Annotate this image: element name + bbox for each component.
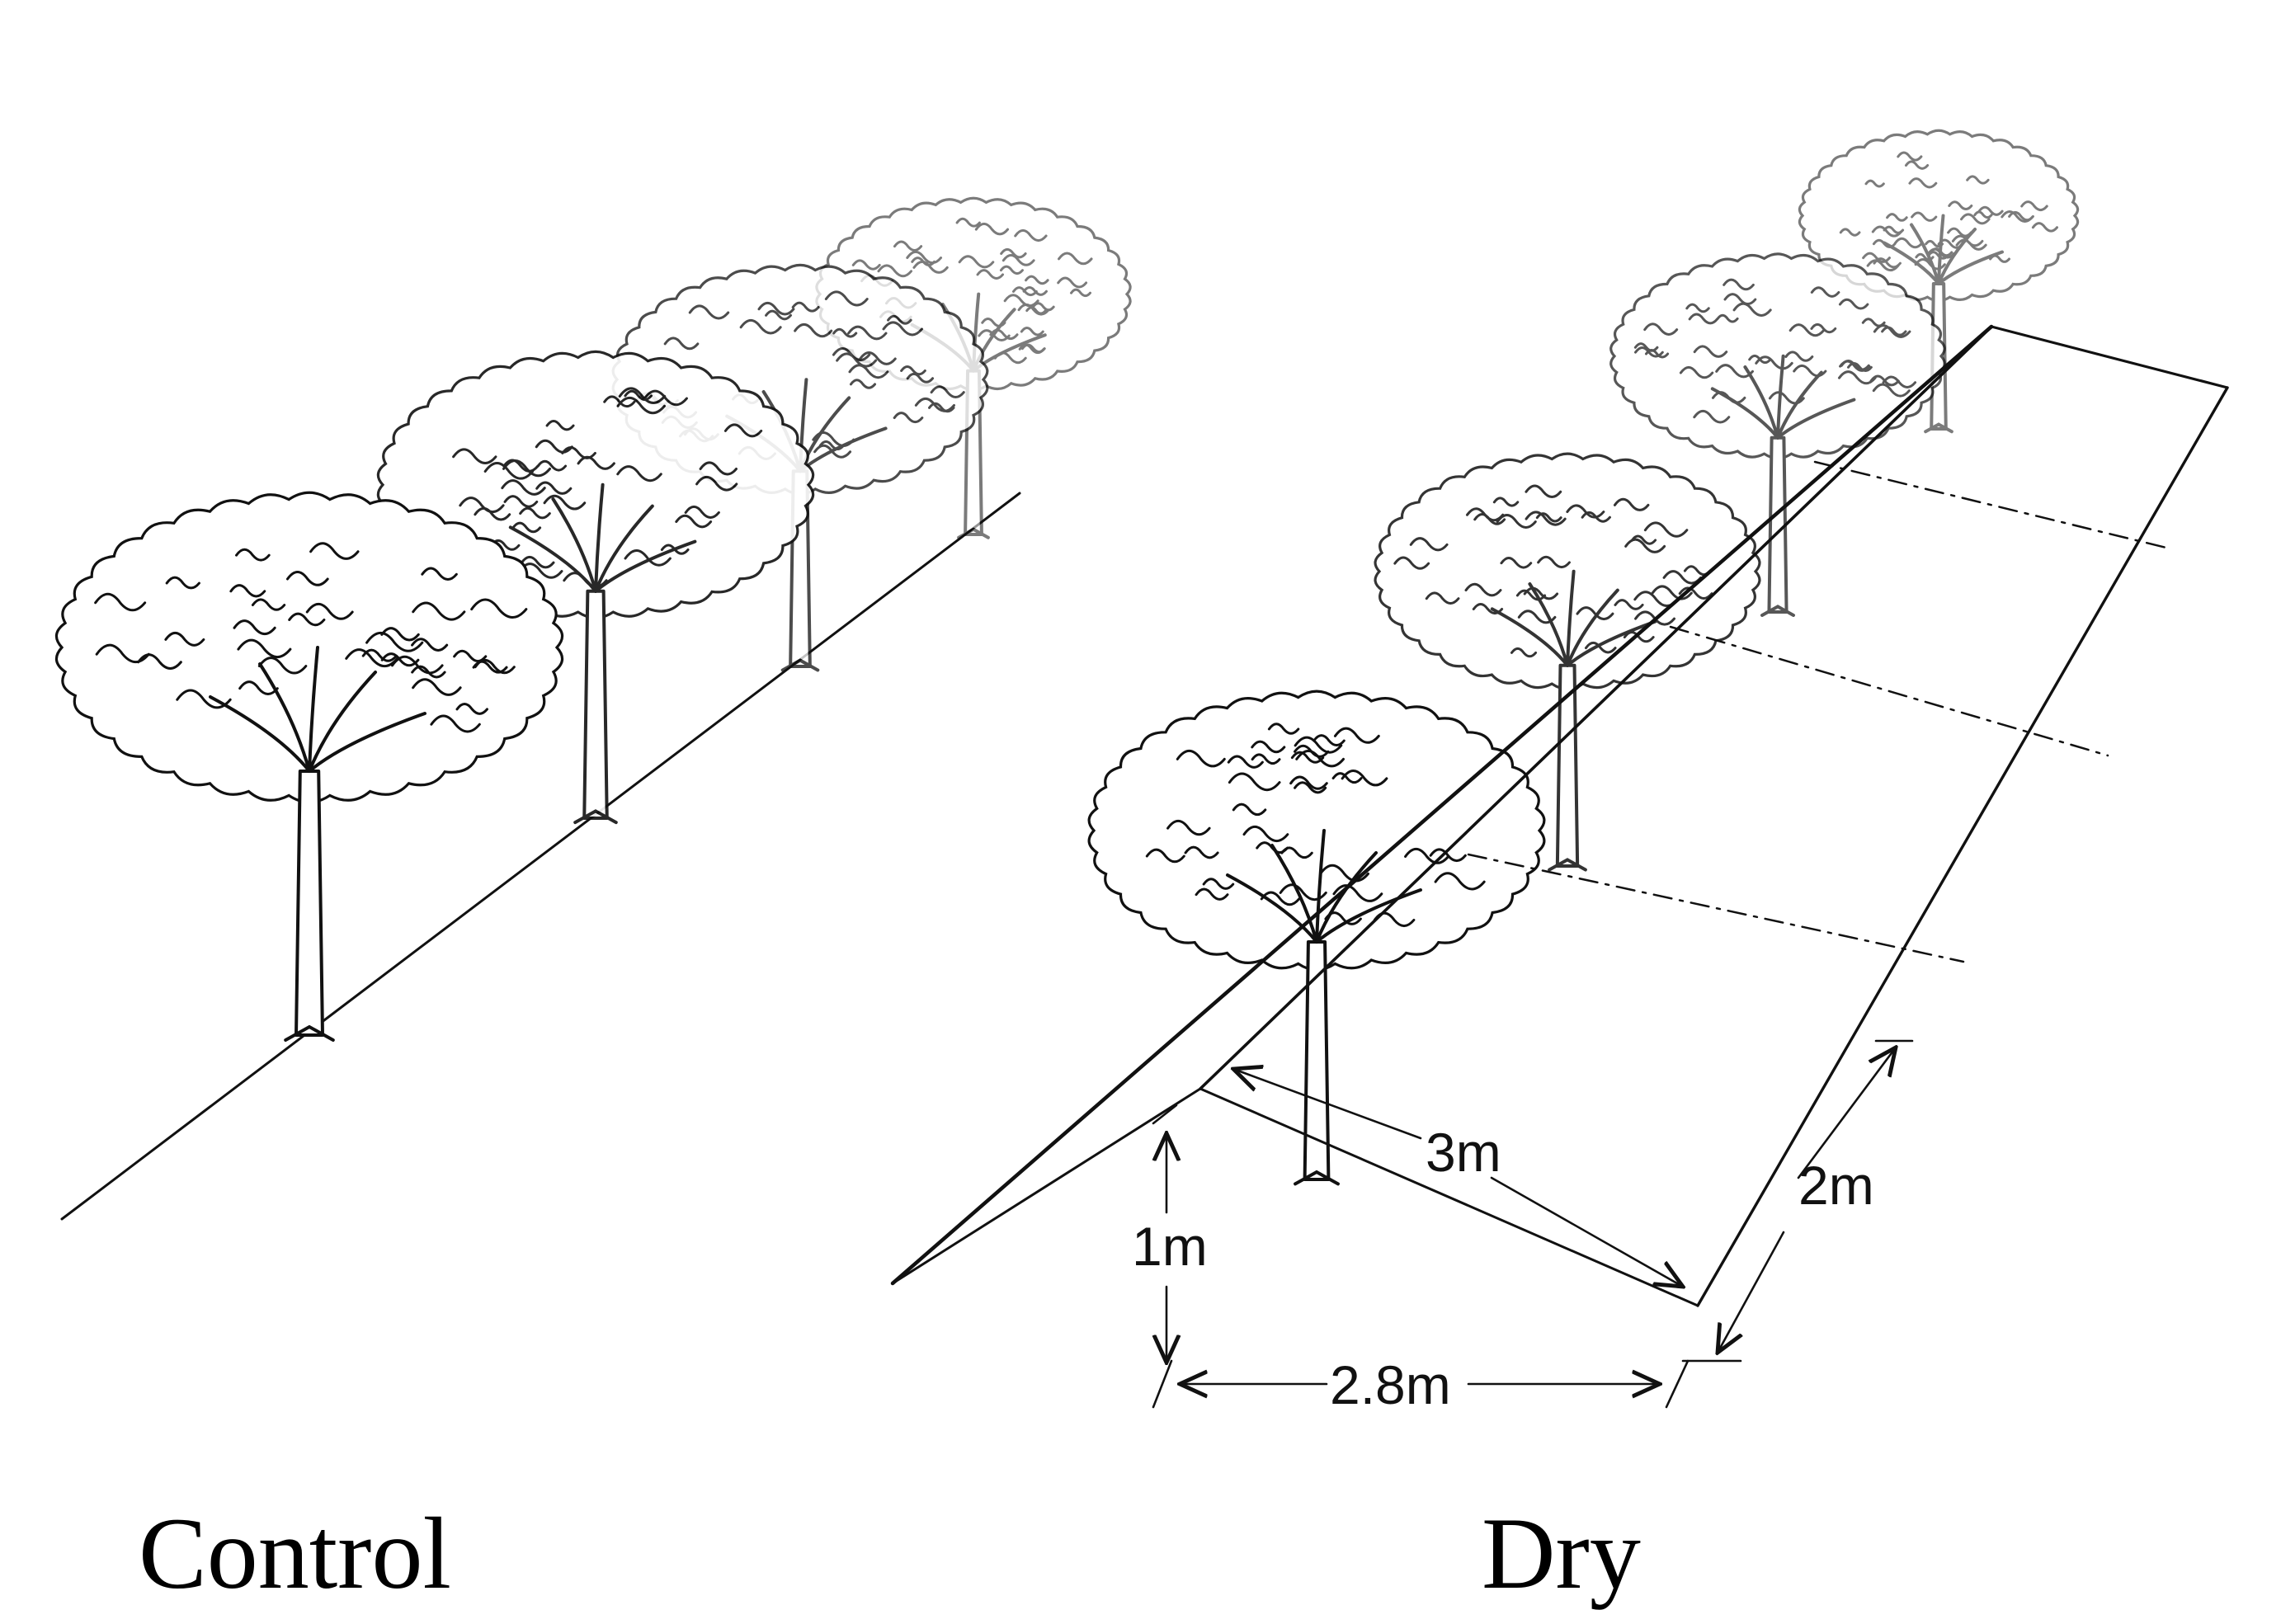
dim-2m-line-a xyxy=(1797,1047,1896,1179)
control-tree-1 xyxy=(54,491,564,1042)
dim-label-2.8m: 2.8m xyxy=(1330,1354,1451,1415)
dim-2.8m-tick-right xyxy=(1665,1359,1690,1409)
dimension-annotations: 3m 2m 1m 2.8m xyxy=(1132,1039,1914,1415)
dim-2m-line-b xyxy=(1718,1231,1785,1353)
control-ground-line xyxy=(60,492,1021,1221)
rainout-shelter xyxy=(890,324,2229,1307)
dry-tree-2 xyxy=(1374,452,1761,872)
shelter-front-slope xyxy=(891,1087,1202,1285)
dry-tree-row xyxy=(1087,129,2080,1186)
dry-panel: 3m 2m 1m 2.8m xyxy=(890,129,2229,1415)
control-tree-row xyxy=(54,196,1132,1042)
caption-control: Control xyxy=(139,1497,451,1610)
shelter-front-edge xyxy=(1199,1087,1699,1307)
shelter-cross-lines xyxy=(1467,460,2171,963)
caption-dry: Dry xyxy=(1482,1497,1641,1610)
dim-label-3m: 3m xyxy=(1426,1122,1501,1183)
dry-tree-1 xyxy=(1087,690,1546,1186)
control-panel xyxy=(54,196,1132,1221)
dim-3m-line-a xyxy=(1233,1069,1422,1140)
dim-1m-tick-top xyxy=(1152,1104,1178,1125)
shelter-ridge xyxy=(1199,325,1993,1090)
dim-1m-tick-bottom xyxy=(1152,1359,1173,1409)
shelter-left-edge xyxy=(890,324,1994,1286)
dry-tree-3 xyxy=(1609,252,1946,617)
dim-label-2m: 2m xyxy=(1798,1155,1874,1216)
dim-label-1m: 1m xyxy=(1132,1216,1208,1277)
dry-tree-4 xyxy=(1798,129,2080,434)
dim-3m-line-b xyxy=(1490,1176,1683,1287)
shelter-top-edge xyxy=(1990,325,2229,389)
